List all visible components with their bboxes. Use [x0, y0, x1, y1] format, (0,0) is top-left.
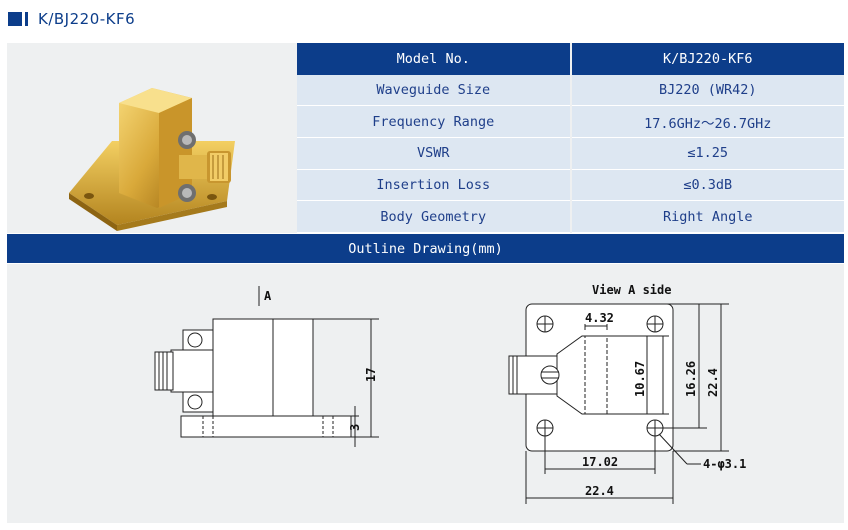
spec-value: ≤1.25 — [571, 138, 844, 170]
front-dim-holes: 4-φ3.1 — [703, 457, 746, 471]
side-view-marker: A — [264, 289, 272, 303]
spec-row: Waveguide Size BJ220 (WR42) — [297, 74, 844, 107]
spec-value: K/BJ220-KF6 — [571, 43, 844, 75]
spec-label: VSWR — [297, 138, 570, 170]
spec-header-row: Model No. K/BJ220-KF6 — [297, 43, 844, 75]
spec-label: Insertion Loss — [297, 169, 570, 202]
product-overview: Model No. K/BJ220-KF6 Waveguide Size BJ2… — [7, 43, 844, 234]
side-dim-height: 17 — [364, 368, 378, 382]
spec-label: Frequency Range — [297, 106, 570, 139]
spec-label: Model No. — [297, 43, 570, 75]
spec-row: VSWR ≤1.25 — [297, 138, 844, 170]
section-header: K/BJ220-KF6 — [8, 8, 135, 30]
spec-row: Body Geometry Right Angle — [297, 201, 844, 234]
header-marker-icon — [8, 12, 28, 26]
front-dim-17-02: 17.02 — [582, 455, 618, 469]
front-dim-22-4-horizontal: 22.4 — [585, 484, 614, 498]
spec-label: Waveguide Size — [297, 74, 570, 107]
product-photo — [7, 43, 294, 233]
front-view-label: View A side — [592, 283, 671, 297]
side-dim-flange: 3 — [348, 424, 362, 431]
spec-row: Frequency Range 17.6GHz～26.7GHz — [297, 106, 844, 139]
spec-value: Right Angle — [571, 201, 844, 234]
front-dim-22-4-vertical: 22.4 — [706, 368, 720, 397]
spec-row: Insertion Loss ≤0.3dB — [297, 169, 844, 202]
spec-label: Body Geometry — [297, 201, 570, 234]
front-dim-10-67: 10.67 — [633, 361, 647, 397]
spec-table: Model No. K/BJ220-KF6 Waveguide Size BJ2… — [297, 43, 844, 234]
spec-value: 17.6GHz～26.7GHz — [571, 106, 844, 139]
outline-drawing: A 17 3 View A side 4.32 10.67 16.26 22.4… — [7, 264, 844, 523]
spec-value: ≤0.3dB — [571, 169, 844, 202]
outline-title-bar: Outline Drawing(mm) — [7, 234, 844, 263]
product-title: K/BJ220-KF6 — [38, 10, 136, 28]
front-dim-16-26: 16.26 — [684, 361, 698, 397]
front-dim-4-32: 4.32 — [585, 311, 614, 325]
spec-value: BJ220 (WR42) — [571, 74, 844, 107]
